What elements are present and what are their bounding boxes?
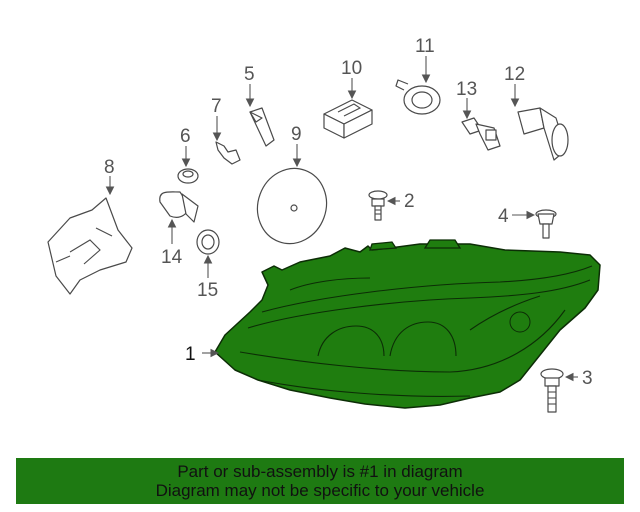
callout-1: 1: [185, 344, 196, 365]
notice-line-1: Part or sub-assembly is #1 in diagram: [177, 462, 463, 481]
callout-11: 11: [415, 36, 435, 57]
callout-7: 7: [211, 96, 222, 117]
callout-15: 15: [197, 280, 218, 301]
socket-part-15[interactable]: [196, 229, 220, 255]
bulb-part-14[interactable]: [159, 191, 199, 223]
callout-12: 12: [504, 64, 525, 85]
notice-line-2: Diagram may not be specific to your vehi…: [155, 481, 485, 500]
cover-cap-part-9[interactable]: [247, 159, 337, 254]
parts-diagram: 1 2 3 4 5 6 7 8 9 10 11 12 13 14 15: [47, 36, 601, 413]
callout-8: 8: [104, 157, 115, 178]
callout-2: 2: [404, 191, 415, 212]
callout-3: 3: [582, 368, 593, 389]
callout-10: 10: [341, 58, 362, 79]
diagram-notice-banner: Part or sub-assembly is #1 in diagram Di…: [16, 458, 624, 504]
leader-lines: [105, 56, 578, 382]
clip-part-5[interactable]: [249, 107, 275, 147]
control-module-part-10[interactable]: [323, 99, 373, 139]
callout-4: 4: [498, 206, 509, 227]
callout-6: 6: [180, 126, 191, 147]
callout-9: 9: [291, 124, 302, 145]
socket-part-13[interactable]: [461, 117, 501, 151]
bracket-part-7[interactable]: [215, 141, 241, 165]
headlamp-assembly-part[interactable]: [214, 239, 601, 409]
screw-part-2[interactable]: [368, 190, 388, 221]
screw-part-3[interactable]: [540, 368, 564, 413]
grommet-part-6[interactable]: [177, 168, 199, 184]
bulb-part-11[interactable]: [395, 79, 441, 115]
callout-5: 5: [244, 64, 255, 85]
bulb-part-12[interactable]: [517, 107, 569, 161]
mounting-bracket-part-8[interactable]: [47, 197, 133, 295]
callout-14: 14: [161, 247, 183, 268]
bolt-part-4[interactable]: [535, 209, 557, 239]
callout-13: 13: [456, 79, 477, 100]
